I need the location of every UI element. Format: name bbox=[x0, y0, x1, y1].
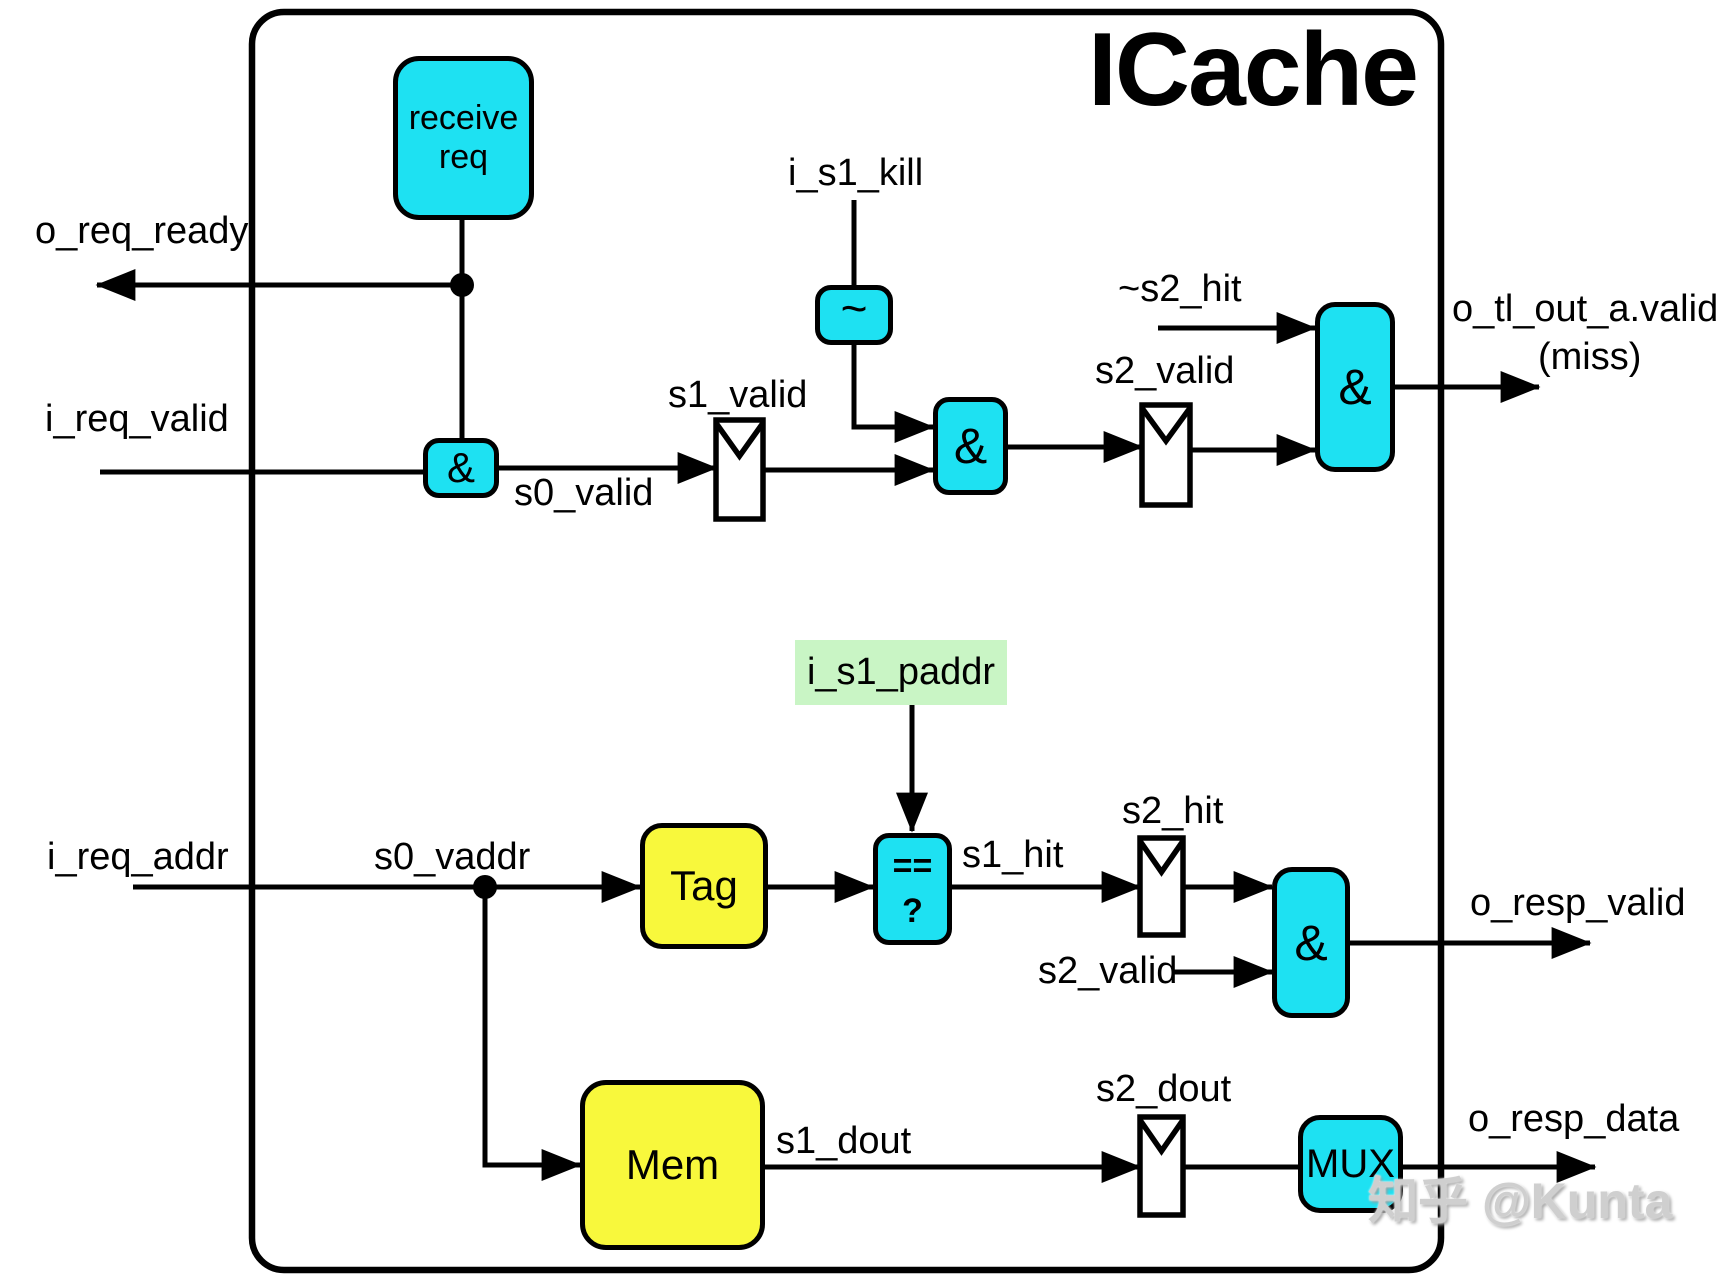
register-s2-valid bbox=[1139, 402, 1193, 508]
receive-req-block: receive req bbox=[393, 56, 534, 220]
not-gate-label: ~ bbox=[840, 282, 868, 334]
and-gate-s1-label: & bbox=[953, 418, 988, 474]
mux-block: MUX bbox=[1298, 1115, 1403, 1213]
label-o-req-ready: o_req_ready bbox=[35, 210, 249, 252]
label-s1-dout: s1_dout bbox=[776, 1120, 912, 1162]
watermark: 知乎 @Kunta bbox=[1368, 1173, 1673, 1229]
receive-req-label-line1: receive bbox=[408, 99, 519, 137]
mem-array-label: Mem bbox=[625, 1141, 720, 1188]
and-gate-resp: & bbox=[1272, 867, 1350, 1018]
and-gate-resp-label: & bbox=[1294, 914, 1328, 971]
tag-array-block: Tag bbox=[640, 823, 768, 949]
label-o-tl-out-a-valid: o_tl_out_a.valid bbox=[1452, 288, 1719, 330]
register-s1-valid bbox=[713, 417, 766, 522]
and-gate-miss: & bbox=[1315, 302, 1395, 472]
and-gate-s1: & bbox=[933, 397, 1008, 495]
label-s2-valid-top: s2_valid bbox=[1095, 350, 1235, 392]
and-gate-s0-label: & bbox=[446, 444, 475, 491]
tag-array-label: Tag bbox=[670, 862, 738, 909]
junction-req-ready bbox=[450, 273, 474, 297]
label-s2-hit: s2_hit bbox=[1122, 790, 1224, 832]
wire-s0-vaddr-drop bbox=[482, 887, 582, 1181]
register-s2-dout bbox=[1137, 1114, 1186, 1218]
comparator-eq-label: == bbox=[892, 847, 933, 885]
label-s0-vaddr: s0_vaddr bbox=[374, 836, 531, 878]
label-i-s1-kill: i_s1_kill bbox=[788, 152, 924, 194]
label-s0-valid: s0_valid bbox=[514, 472, 654, 514]
receive-req-label-line2: req bbox=[438, 138, 489, 176]
module-title: ICache bbox=[1087, 12, 1419, 128]
wire-not-out bbox=[851, 343, 935, 443]
label-miss: (miss) bbox=[1538, 336, 1642, 378]
label-s1-valid: s1_valid bbox=[668, 374, 808, 416]
label-o-resp-valid: o_resp_valid bbox=[1470, 882, 1686, 924]
label-not-s2-hit: ~s2_hit bbox=[1118, 268, 1242, 310]
icache-boundary bbox=[248, 8, 1445, 1274]
label-i-req-addr: i_req_addr bbox=[47, 836, 229, 878]
comparator-q-label: ? bbox=[902, 892, 923, 930]
comparator-block: == ? bbox=[873, 833, 952, 945]
label-i-req-valid: i_req_valid bbox=[45, 398, 229, 440]
label-s2-valid-bottom: s2_valid bbox=[1038, 950, 1178, 992]
register-s2-hit bbox=[1137, 835, 1186, 938]
mux-label: MUX bbox=[1306, 1141, 1395, 1186]
and-gate-miss-label: & bbox=[1338, 359, 1372, 415]
i-s1-paddr-input: i_s1_paddr bbox=[795, 640, 1007, 705]
label-o-resp-data: o_resp_data bbox=[1468, 1098, 1680, 1140]
label-s1-hit: s1_hit bbox=[962, 834, 1064, 876]
junction-s0-vaddr bbox=[473, 875, 497, 899]
mem-array-block: Mem bbox=[580, 1080, 765, 1250]
label-s2-dout: s2_dout bbox=[1096, 1068, 1232, 1110]
and-gate-s0: & bbox=[423, 438, 499, 498]
not-gate: ~ bbox=[815, 282, 893, 345]
